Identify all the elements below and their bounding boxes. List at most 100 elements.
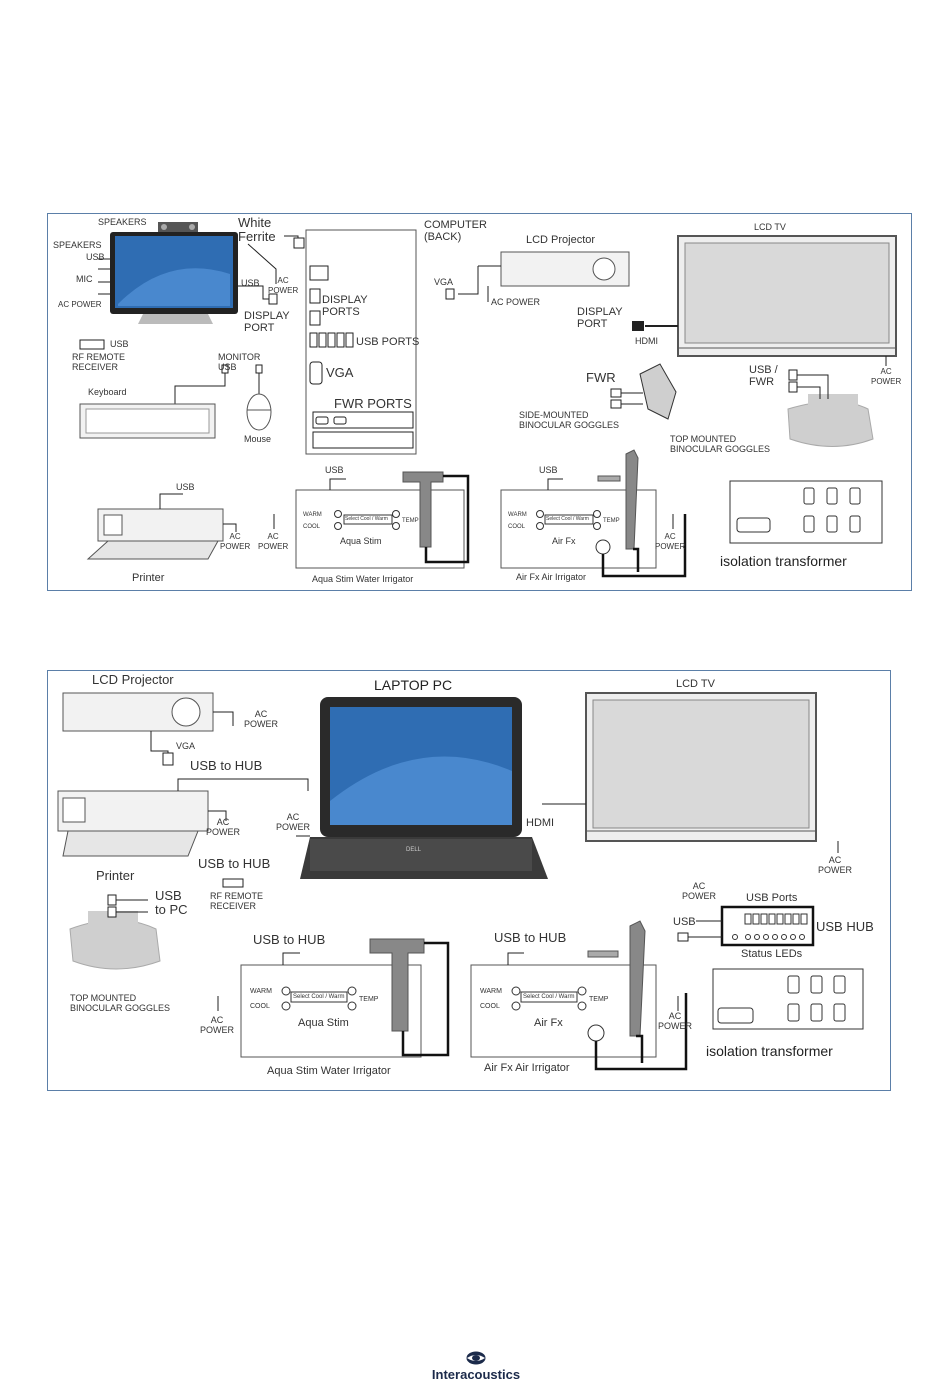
usb-printer-label: USB: [176, 482, 195, 492]
usb-ports-label: USB Ports: [746, 892, 798, 904]
hdmi-label: HDMI: [526, 817, 555, 829]
laptop-brand-label: DELL: [406, 847, 422, 853]
ac-power-airfx-label: AC POWER: [655, 532, 686, 551]
aqua-temp-label: TEMP: [402, 518, 419, 524]
airfx-temp-label: TEMP: [589, 996, 609, 1003]
usb-left-label: USB: [673, 916, 696, 928]
lcd-projector-illustration: [62, 692, 234, 766]
isolation-transformer-label: isolation transformer: [706, 1043, 833, 1059]
airfx-select-label: Select Cool / Warm: [546, 516, 589, 522]
display-ports-label: DISPLAY PORTS: [322, 294, 368, 318]
airfx-warm-label: WARM: [508, 512, 527, 518]
isolation-transformer-illustration: [712, 968, 864, 1030]
printer-illustration: [86, 493, 237, 560]
rf-receiver-label: RF REMOTE RECEIVER: [72, 352, 125, 372]
aqua-cool-label: COOL: [250, 1003, 270, 1010]
laptop-setup-diagram: LCD Projector AC POWER VGA LAPTOP PC LCD…: [47, 670, 891, 1091]
usb-ports-label: USB PORTS: [356, 336, 420, 348]
ac-power-aqua-label: AC POWER: [258, 532, 289, 551]
interacoustics-logo-icon: [466, 1351, 486, 1365]
vga-label: VGA: [326, 365, 354, 380]
desktop-setup-diagram: SPEAKERS White Ferrite SPEAKERS USB MIC …: [47, 213, 912, 591]
airfx-cool-label: COOL: [508, 524, 526, 530]
ac-power-hub-label: AC POWER: [682, 881, 717, 901]
top-goggles-label: TOP MOUNTED BINOCULAR GOGGLES: [70, 993, 171, 1013]
fwr-label: FWR: [586, 370, 616, 385]
usb-to-hub-rf-label: USB to HUB: [198, 856, 271, 871]
aqua-warm-label: WARM: [303, 512, 322, 518]
air-fx-label: Air Fx: [552, 536, 576, 546]
ac-power-printer-label: AC POWER: [220, 532, 251, 551]
monitor-usb-label: MONITOR USB: [218, 352, 261, 372]
aqua-caption-label: Aqua Stim Water Irrigator: [312, 574, 414, 584]
keyboard-illustration: [79, 403, 216, 439]
air-fx-illustration: [500, 449, 687, 578]
ac-power-laptop-label: AC POWER: [276, 812, 311, 832]
printer-label: Printer: [132, 572, 165, 584]
display-port-tv-label: DISPLAY PORT: [577, 306, 623, 330]
printer-label: Printer: [96, 868, 135, 883]
rf-receiver-icon: [222, 878, 244, 888]
mouse-label: Mouse: [244, 434, 272, 444]
lcd-tv-label: LCD TV: [676, 678, 715, 690]
rf-receiver-icon: [79, 339, 105, 350]
lcd-projector-label: LCD Projector: [526, 234, 596, 246]
ac-power-tv-label: AC POWER: [871, 367, 902, 386]
usb-to-hub-printer-label: USB to HUB: [190, 758, 263, 773]
brand-name: Interacoustics: [431, 1367, 521, 1382]
air-fx-illustration: [470, 920, 688, 1071]
ac-power-printer-label: AC POWER: [206, 817, 241, 837]
display-port-plug-icon: [268, 293, 278, 305]
lcd-tv-label: LCD TV: [754, 222, 786, 232]
side-goggles-label: SIDE-MOUNTED BINOCULAR GOGGLES: [519, 410, 620, 430]
aqua-temp-label: TEMP: [359, 996, 379, 1003]
lcd-projector-illustration: [445, 251, 630, 302]
interacoustics-logo: Interacoustics: [410, 1351, 542, 1383]
airfx-caption-label: Air Fx Air Irrigator: [484, 1062, 570, 1074]
fwr-ports-label: FWR PORTS: [334, 396, 412, 411]
lcd-tv-illustration: [542, 692, 839, 853]
isolation-transformer-illustration: [729, 480, 883, 544]
aqua-stim-illustration: [273, 471, 470, 569]
speakers-top-label: SPEAKERS: [98, 217, 147, 227]
usb-aqua-label: USB: [325, 465, 344, 475]
top-goggles-illustration: [787, 369, 874, 447]
mouse-illustration: [246, 393, 272, 431]
keyboard-label: Keyboard: [88, 387, 127, 397]
display-port-monitor-label: DISPLAY PORT: [244, 310, 290, 334]
usb-hub-illustration: [677, 905, 815, 947]
hdmi-label: HDMI: [635, 336, 658, 346]
white-ferrite-label: White Ferrite: [238, 215, 276, 244]
airfx-temp-label: TEMP: [603, 518, 620, 524]
airfx-select-label: Select Cool / Warm: [523, 994, 575, 1000]
lcd-projector-label: LCD Projector: [92, 672, 174, 687]
aqua-stim-label: Aqua Stim: [298, 1017, 349, 1029]
usb-monitor-right-label: USB: [241, 278, 260, 288]
speaker-bar-icon: [158, 222, 198, 232]
ac-power-airfx-label: AC POWER: [658, 1011, 693, 1031]
usb-fwr-label: USB / FWR: [749, 364, 778, 388]
usb-to-hub-airfx-label: USB to HUB: [494, 930, 567, 945]
top-goggles-label: TOP MOUNTED BINOCULAR GOGGLES: [670, 434, 771, 454]
isolation-transformer-label: isolation transformer: [720, 553, 847, 569]
airfx-caption-label: Air Fx Air Irrigator: [516, 572, 587, 582]
ac-power-projector-label: AC POWER: [491, 297, 541, 307]
aqua-stim-illustration: [217, 938, 450, 1058]
top-goggles-illustration: [69, 894, 161, 970]
usb-airfx-label: USB: [539, 465, 558, 475]
laptop-setup-drawing: [57, 692, 864, 1071]
computer-back-label: COMPUTER (BACK): [424, 219, 487, 243]
ac-power-projector-label: AC POWER: [244, 709, 279, 729]
usb-hub-label: USB HUB: [816, 919, 874, 934]
aqua-cool-label: COOL: [303, 524, 321, 530]
ferrite-icon: [293, 237, 305, 249]
mic-label: MIC: [76, 274, 93, 284]
airfx-cool-label: COOL: [480, 1003, 500, 1010]
usb-monitor-left-label: USB: [86, 252, 105, 262]
lcd-tv-illustration: [632, 235, 897, 366]
usb-to-hub-aqua-label: USB to HUB: [253, 932, 326, 947]
ac-power-monitor-label: AC POWER: [58, 300, 102, 309]
ac-power-computer-label: AC POWER: [268, 276, 299, 295]
printer-illustration: [57, 778, 309, 857]
aqua-caption-label: Aqua Stim Water Irrigator: [267, 1065, 391, 1077]
